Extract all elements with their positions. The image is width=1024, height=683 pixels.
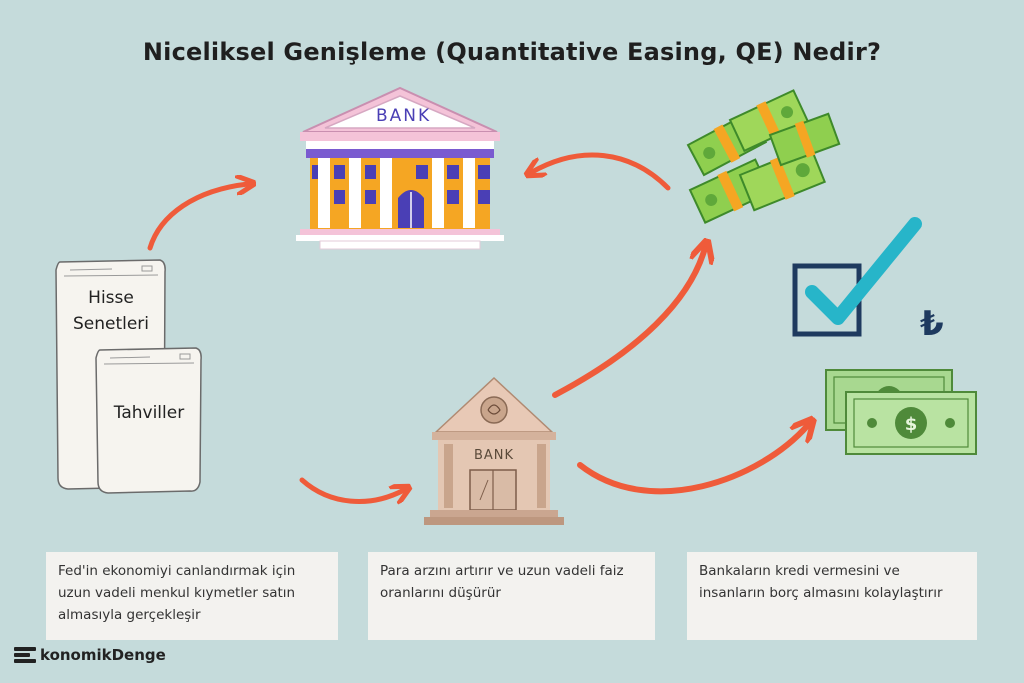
bonds-document-icon — [95, 347, 202, 494]
explanation-card-3: Bankaların kredi vermesini ve insanların… — [687, 552, 977, 640]
arrow-bank-to-loans — [577, 425, 808, 495]
money-stack-icon — [686, 89, 841, 224]
brand-name: konomikDenge — [40, 646, 166, 664]
svg-text:$: $ — [905, 414, 918, 435]
arrow-bank-to-money — [552, 248, 705, 398]
bonds-label: Tahviller — [113, 403, 185, 423]
e-bars-icon — [14, 646, 38, 664]
page-title: Niceliksel Genişleme (Quantitative Easin… — [142, 38, 882, 66]
explanation-card-2: Para arzını artırır ve uzun vadeli faiz … — [368, 552, 655, 640]
commercial-bank-sign: BANK — [474, 448, 515, 463]
central-bank-sign: BANK — [376, 106, 432, 126]
checkmark-box-icon — [792, 217, 922, 337]
stocks-label-line1: Hisse — [88, 288, 134, 308]
commercial-bank-icon — [424, 376, 564, 525]
lira-icon: ₺ — [920, 304, 944, 344]
arrow-docs-to-commercial-bank — [299, 477, 404, 501]
arrow-docs-to-central-bank — [147, 184, 248, 251]
central-bank-icon — [296, 86, 504, 250]
stocks-label-line2: Senetleri — [72, 314, 150, 334]
brand-logo: konomikDenge — [14, 646, 166, 664]
explanation-card-1: Fed'in ekonomiyi canlandırmak için uzun … — [46, 552, 338, 640]
stocks-label: Hisse Senetleri — [58, 285, 164, 337]
banknotes-icon: $ — [825, 369, 977, 455]
arrow-money-to-central-bank — [532, 152, 671, 191]
